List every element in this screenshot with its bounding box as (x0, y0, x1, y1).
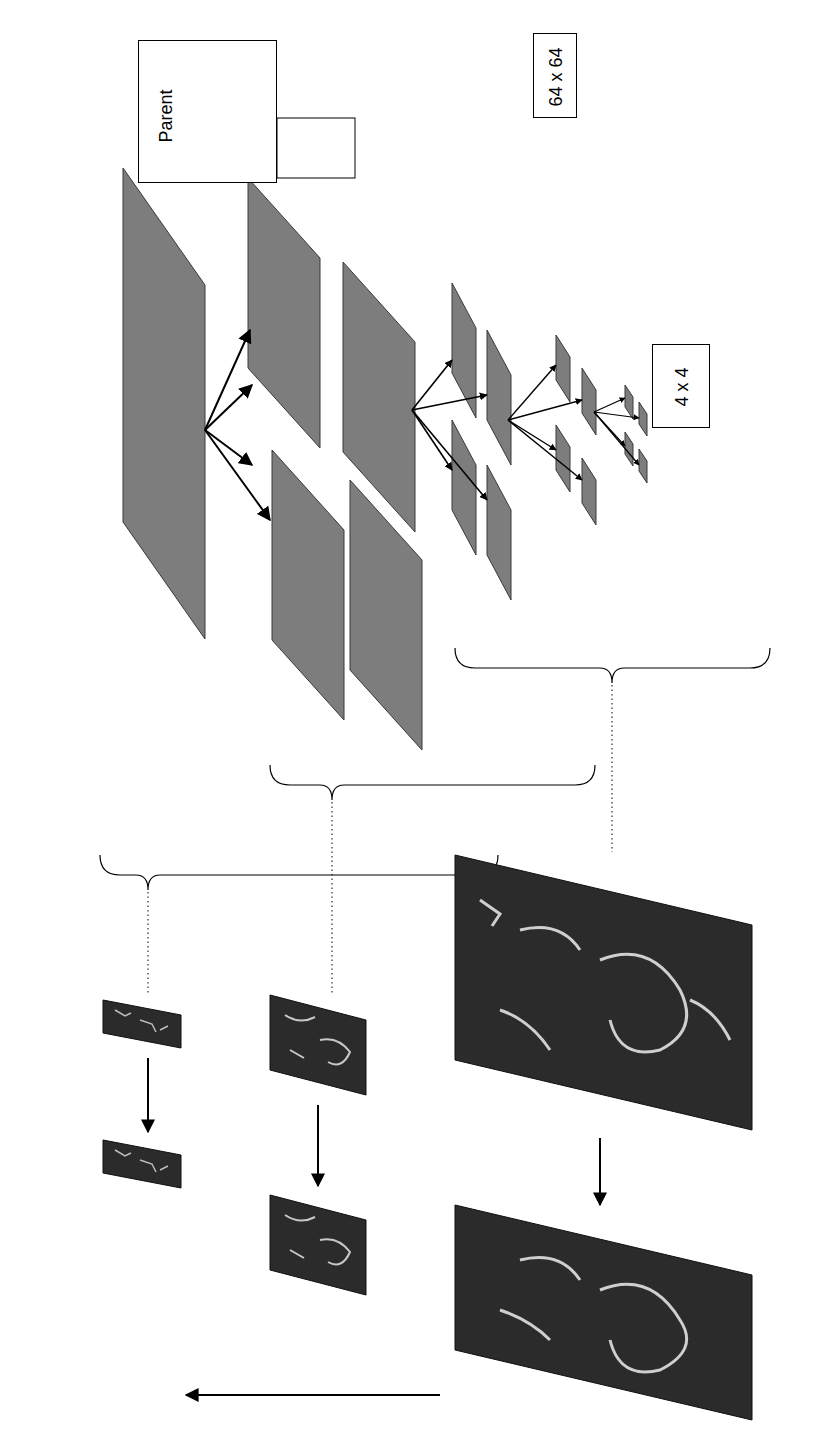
split-arrow (412, 395, 487, 410)
photo-detail (115, 1010, 168, 1032)
dotted-leader (612, 685, 613, 852)
box-label: 4 x 4 (673, 367, 691, 406)
photo-image (103, 1000, 181, 1048)
parent-box: Parent (138, 40, 277, 183)
box-label: Parent (157, 89, 175, 142)
level-plane (487, 465, 511, 600)
dotted-leader (332, 802, 333, 995)
split-arrow (594, 398, 625, 412)
child-square (277, 118, 355, 178)
flow-arrow (317, 1105, 319, 1186)
split-arrow (205, 430, 270, 520)
photo-image (455, 855, 752, 1130)
level-plane (625, 385, 633, 419)
dotted-leader (148, 892, 149, 995)
split-arrow (508, 420, 582, 480)
level-plane (350, 480, 422, 750)
photo-image (270, 995, 366, 1095)
photo-detail (285, 1015, 350, 1064)
flow-arrow (599, 1138, 601, 1205)
photo-detail (480, 900, 730, 1052)
photo-image (455, 1205, 752, 1420)
flow-arrow (147, 1058, 149, 1132)
split-arrow (412, 410, 487, 500)
level-plane (487, 330, 511, 465)
level-plane (452, 420, 476, 555)
split-arrow (508, 365, 556, 420)
photo-image (270, 1195, 366, 1295)
split-arrow (412, 410, 452, 470)
bracket (100, 855, 498, 890)
level-plane (582, 368, 596, 435)
box-label: 64 x 64 (547, 47, 565, 106)
level-plane (639, 402, 647, 436)
split-arrow (205, 385, 252, 430)
level-plane (556, 425, 570, 492)
split-arrow (594, 412, 639, 465)
split-arrow (508, 400, 582, 420)
split-arrow (594, 412, 639, 418)
level-plane (582, 458, 596, 525)
level-plane (272, 450, 344, 720)
bracket (455, 648, 770, 683)
level-plane (248, 178, 320, 448)
bracket (270, 765, 595, 800)
level-plane (123, 168, 205, 639)
photo-detail (285, 1215, 350, 1264)
split-arrow (205, 430, 252, 465)
size-label-box: 64 x 64 (533, 33, 577, 118)
size-label-box: 4 x 4 (652, 344, 710, 428)
photo-detail (500, 1258, 687, 1373)
split-arrow (508, 420, 556, 450)
split-arrow (205, 330, 250, 430)
flow-arrow (186, 1394, 440, 1396)
level-plane (639, 449, 647, 483)
level-plane (556, 335, 570, 402)
photo-detail (115, 1150, 168, 1172)
photo-image (103, 1140, 181, 1188)
